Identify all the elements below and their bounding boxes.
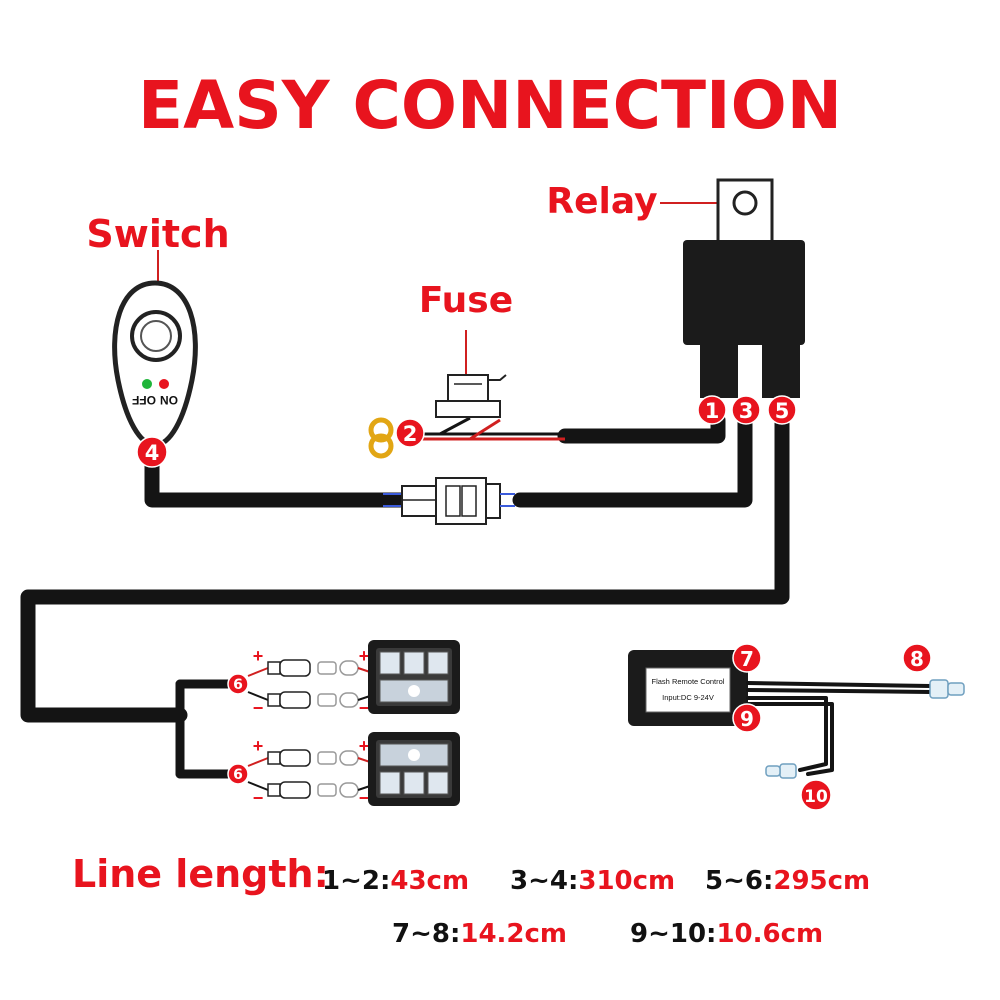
plus-sign-top-right: + — [359, 646, 370, 666]
remote-control-icon: Flash Remote Control Input:DC 9-24V — [628, 650, 965, 779]
badge-9: 9 — [732, 703, 762, 733]
badge-2: 2 — [395, 418, 425, 448]
switch-on-text: ON — [160, 393, 178, 407]
led-red-indicator — [159, 379, 169, 389]
svg-text:6: 6 — [233, 677, 243, 693]
svg-text:7: 7 — [740, 647, 754, 671]
minus-sign-bottom-left: − — [253, 788, 264, 808]
badge-3: 3 — [731, 395, 761, 425]
minus-sign-top-right: − — [359, 698, 370, 718]
svg-text:1: 1 — [705, 399, 720, 423]
badge-6-bottom: 6 — [227, 763, 249, 785]
led-light-bar-icon — [368, 732, 460, 806]
svg-text:5: 5 — [775, 399, 790, 423]
ring-terminal-icon — [368, 417, 394, 459]
relay-icon — [660, 178, 805, 398]
switch-label: Switch — [86, 212, 229, 256]
badge-6-top: 6 — [227, 673, 249, 695]
plus-sign-bottom-left: + — [253, 736, 264, 756]
plus-sign-bottom-right: + — [359, 736, 370, 756]
remote-title-text: Flash Remote Control — [652, 677, 725, 686]
line-length-1-2: 1~2:43cm — [322, 866, 469, 896]
plus-sign-top-left: + — [253, 646, 264, 666]
led-green-indicator — [142, 379, 152, 389]
led-light-bar-icon — [368, 640, 460, 714]
wire-harness — [20, 412, 790, 779]
badge-10: 10 — [800, 779, 832, 811]
badge-5: 5 — [767, 395, 797, 425]
light-bar-connector-top — [247, 659, 377, 709]
svg-text:6: 6 — [233, 767, 243, 783]
badge-4: 4 — [136, 436, 168, 468]
light-bar-connector-bottom — [247, 749, 377, 799]
badge-8: 8 — [902, 643, 932, 673]
switch-off-text: OFF — [132, 393, 156, 407]
line-length-7-8: 7~8:14.2cm — [392, 919, 567, 949]
connector-icon — [383, 477, 515, 525]
svg-text:9: 9 — [740, 707, 754, 731]
fuse-icon — [435, 330, 507, 418]
minus-sign-top-left: − — [253, 698, 264, 718]
svg-text:10: 10 — [804, 787, 828, 807]
svg-text:3: 3 — [739, 399, 754, 423]
line-length-heading: Line length: — [72, 852, 329, 896]
fuse-label: Fuse — [419, 280, 513, 321]
line-length-9-10: 9~10:10.6cm — [630, 919, 823, 949]
svg-text:2: 2 — [403, 422, 418, 446]
badge-7: 7 — [732, 643, 762, 673]
remote-input-text: Input:DC 9-24V — [662, 693, 714, 702]
relay-label: Relay — [546, 181, 657, 222]
switch-icon: ON OFF — [112, 250, 198, 448]
line-length-5-6: 5~6:295cm — [705, 866, 870, 896]
svg-text:8: 8 — [910, 647, 924, 671]
svg-text:4: 4 — [145, 441, 160, 465]
minus-sign-bottom-right: − — [359, 788, 370, 808]
badge-1: 1 — [697, 395, 727, 425]
page-title: EASY CONNECTION — [138, 67, 842, 144]
line-length-3-4: 3~4:310cm — [510, 866, 675, 896]
